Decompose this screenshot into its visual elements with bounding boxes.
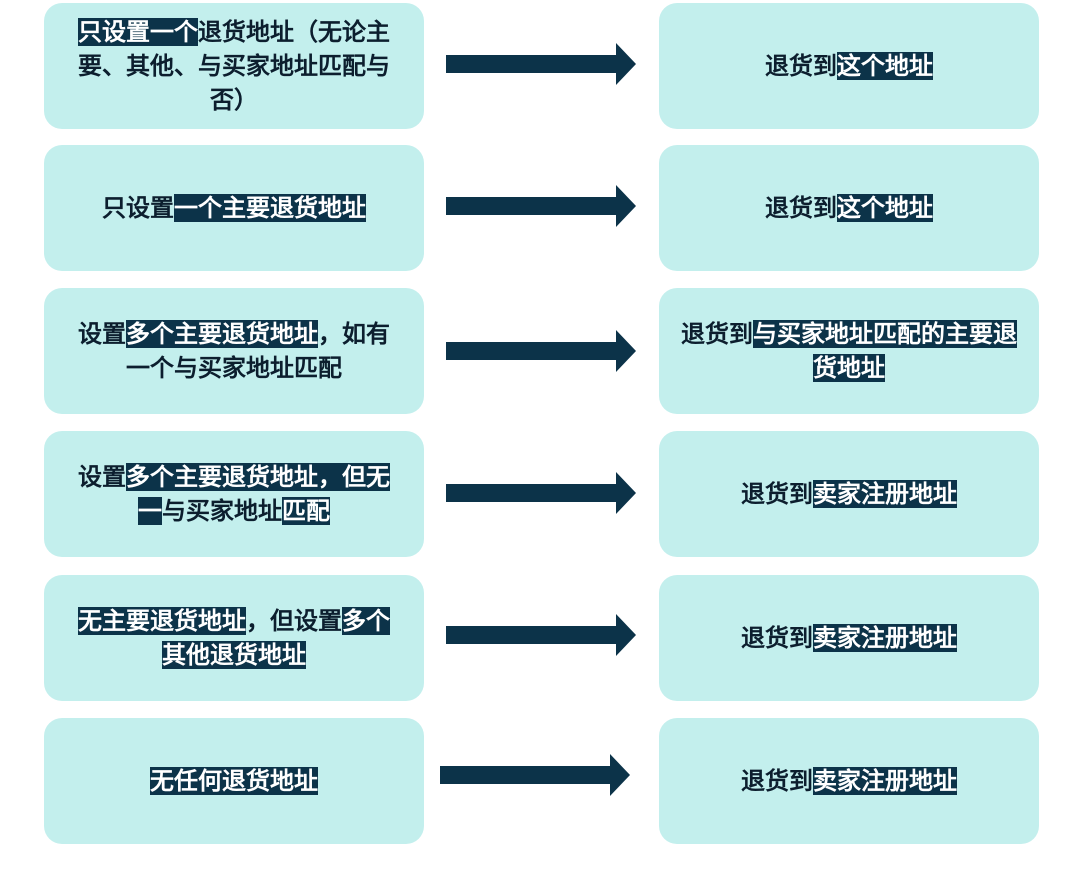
result-box: 退货到这个地址 xyxy=(659,3,1039,129)
box-text: 退货到卖家注册地址 xyxy=(741,477,957,511)
text-segment: 退货到 xyxy=(681,320,753,348)
highlighted-text: 这个地址 xyxy=(837,194,933,222)
text-segment: 设置 xyxy=(78,463,126,491)
highlighted-text: 这个地址 xyxy=(837,52,933,80)
flow-row: 只设置一个退货地址（无论主要、其他、与买家地址匹配与否） 退货到这个地址 xyxy=(0,3,1080,129)
text-segment: 退货到 xyxy=(741,624,813,652)
flow-row: 无任何退货地址 退货到卖家注册地址 xyxy=(0,718,1080,844)
condition-box: 无主要退货地址，但设置多个其他退货地址 xyxy=(44,575,424,701)
highlighted-text: 卖家注册地址 xyxy=(813,624,957,652)
highlighted-text: 卖家注册地址 xyxy=(813,767,957,795)
box-text: 无任何退货地址 xyxy=(150,764,318,798)
box-text: 只设置一个退货地址（无论主要、其他、与买家地址匹配与否） xyxy=(69,15,399,117)
right-arrow-icon xyxy=(446,472,636,514)
result-box: 退货到卖家注册地址 xyxy=(659,575,1039,701)
condition-box: 设置多个主要退货地址，如有一个与买家地址匹配 xyxy=(44,288,424,414)
box-text: 退货到这个地址 xyxy=(765,191,933,225)
box-text: 无主要退货地址，但设置多个其他退货地址 xyxy=(69,604,399,672)
box-text: 退货到与买家地址匹配的主要退货地址 xyxy=(681,317,1017,385)
highlighted-text: 匹配 xyxy=(282,497,330,525)
right-arrow-icon xyxy=(446,330,636,372)
arrow-shape xyxy=(446,185,636,227)
text-segment: 只设置 xyxy=(102,194,174,222)
flow-row: 设置多个主要退货地址，如有一个与买家地址匹配 退货到与买家地址匹配的主要退货地址 xyxy=(0,288,1080,414)
text-segment: 与买家地址 xyxy=(162,497,282,525)
text-segment: 退货地址（无论主要、其他、与买家地址匹配与否） xyxy=(78,18,390,114)
result-box: 退货到卖家注册地址 xyxy=(659,431,1039,557)
condition-box: 无任何退货地址 xyxy=(44,718,424,844)
box-text: 设置多个主要退货地址，但无一与买家地址匹配 xyxy=(69,460,399,528)
arrow-shape xyxy=(446,330,636,372)
highlighted-text: 多个主要退货地址 xyxy=(126,320,318,348)
flow-row: 只设置一个主要退货地址 退货到这个地址 xyxy=(0,145,1080,271)
box-text: 只设置一个主要退货地址 xyxy=(102,191,366,225)
text-segment: 退货到 xyxy=(741,480,813,508)
result-box: 退货到这个地址 xyxy=(659,145,1039,271)
highlighted-text: 无任何退货地址 xyxy=(150,767,318,795)
right-arrow-icon xyxy=(440,754,630,796)
text-segment: 退货到 xyxy=(741,767,813,795)
text-segment: 退货到 xyxy=(765,52,837,80)
right-arrow-icon xyxy=(446,614,636,656)
result-box: 退货到卖家注册地址 xyxy=(659,718,1039,844)
arrow-shape xyxy=(446,614,636,656)
text-segment: ，但设置 xyxy=(246,607,342,635)
text-segment: 设置 xyxy=(78,320,126,348)
arrow-shape xyxy=(440,754,630,796)
text-segment: ，如有一个与买家地址匹配 xyxy=(126,320,390,382)
condition-box: 只设置一个退货地址（无论主要、其他、与买家地址匹配与否） xyxy=(44,3,424,129)
highlighted-text: 只设置一个 xyxy=(78,18,198,46)
box-text: 设置多个主要退货地址，如有一个与买家地址匹配 xyxy=(69,317,399,385)
highlighted-text: 卖家注册地址 xyxy=(813,480,957,508)
text-segment: 退货到 xyxy=(765,194,837,222)
flow-row: 设置多个主要退货地址，但无一与买家地址匹配 退货到卖家注册地址 xyxy=(0,431,1080,557)
arrow-shape xyxy=(446,43,636,85)
highlighted-text: 无主要退货地址 xyxy=(78,607,246,635)
right-arrow-icon xyxy=(446,43,636,85)
condition-box: 设置多个主要退货地址，但无一与买家地址匹配 xyxy=(44,431,424,557)
box-text: 退货到这个地址 xyxy=(765,49,933,83)
flow-row: 无主要退货地址，但设置多个其他退货地址 退货到卖家注册地址 xyxy=(0,575,1080,701)
condition-box: 只设置一个主要退货地址 xyxy=(44,145,424,271)
box-text: 退货到卖家注册地址 xyxy=(741,764,957,798)
highlighted-text: 一个主要退货地址 xyxy=(174,194,366,222)
result-box: 退货到与买家地址匹配的主要退货地址 xyxy=(659,288,1039,414)
highlighted-text: 与买家地址匹配的主要退货地址 xyxy=(753,320,1017,382)
right-arrow-icon xyxy=(446,185,636,227)
arrow-shape xyxy=(446,472,636,514)
box-text: 退货到卖家注册地址 xyxy=(741,621,957,655)
